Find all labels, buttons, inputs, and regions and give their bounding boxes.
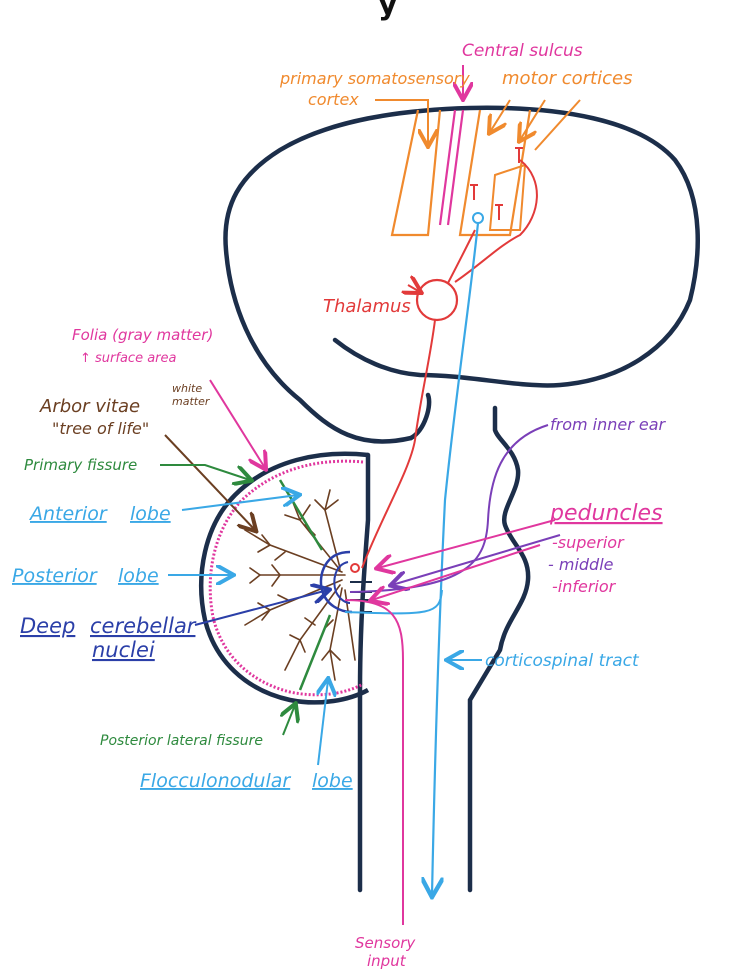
flocculonodular-label-word: Flocculonodular	[140, 770, 291, 792]
motor-neurons	[470, 147, 523, 220]
primary-somatosensory-label-1: primary somatosensory	[279, 69, 470, 88]
motor-arrow-2	[520, 99, 546, 140]
anterior-lobe-label-word: Anterior	[28, 503, 108, 525]
somatosensory-cortex-region	[390, 109, 442, 237]
motor-cortex-region	[458, 109, 532, 237]
middle-peduncle-label: - middle	[548, 555, 614, 574]
primary-fissure-arrow	[160, 464, 250, 480]
arbor-vitae-label-2: "tree of life"	[52, 419, 149, 438]
arbor-vitae-label-1: Arbor vitae	[39, 396, 140, 417]
thalamus-label: Thalamus	[323, 296, 411, 317]
flocculonodular-arrow	[318, 680, 328, 766]
superior-peduncle-arrow	[378, 519, 556, 568]
peduncles-label: peduncles	[549, 501, 663, 526]
corticospinal-origin	[472, 212, 484, 224]
from-inner-ear-label: from inner ear	[550, 415, 667, 434]
central-sulcus-label: Central sulcus	[462, 41, 583, 61]
arbor-matter-label: matter	[172, 395, 211, 408]
folia-label-2: ↑ surface area	[80, 351, 177, 366]
deep-nuclei-label-1: Deep	[20, 614, 75, 638]
motor-cortices-label: motor cortices	[502, 68, 632, 89]
deep-nuclei-arrow	[194, 590, 328, 626]
cerebrum-outline	[223, 105, 700, 444]
posterior-lateral-fissure-label: Posterior lateral fissure	[100, 733, 263, 749]
sensory-input-label-1: Sensory	[355, 934, 416, 952]
deep-nuclei-label-3: nuclei	[92, 638, 155, 662]
inferior-peduncle-label: -inferior	[552, 577, 617, 596]
anterior-lobe-label-lobe: lobe	[130, 503, 171, 525]
thalamus-arrow	[408, 285, 420, 292]
folia-label-1: Folia (gray matter)	[72, 326, 213, 344]
red-pathway	[361, 159, 538, 569]
motor-arrow-1	[490, 99, 511, 132]
corticospinal-tract-line	[432, 222, 480, 895]
arbor-white-label: white	[172, 382, 202, 395]
sensory-input-label-2: input	[367, 952, 407, 970]
folia-arrow	[209, 379, 265, 468]
arbor-vitae-arrow	[164, 434, 255, 530]
brainstem-right-outline	[467, 405, 531, 893]
superior-peduncle-label: -superior	[552, 533, 625, 552]
motor-arrow-3	[534, 99, 581, 151]
inferior-peduncle-arrow	[372, 544, 541, 600]
sensory-input-pathway	[344, 599, 404, 925]
corticospinal-label: corticospinal tract	[485, 651, 640, 671]
folia-surface	[208, 459, 364, 697]
central-sulcus-line	[438, 109, 465, 226]
arbor-vitae-tree	[244, 489, 356, 681]
corticospinal-branch	[344, 589, 443, 615]
posterior-lateral-fissure-arrow	[283, 705, 295, 736]
inner-ear-pathway	[349, 424, 549, 593]
posterior-lobe-label-lobe: lobe	[118, 565, 159, 587]
nucleus-dot	[350, 563, 360, 573]
anterior-lobe-arrow	[181, 495, 298, 511]
flocculonodular-label-lobe: lobe	[312, 770, 353, 792]
brainstem-left-outline	[357, 452, 371, 893]
deep-nuclei-label-2: cerebellar	[90, 614, 197, 638]
motor-cortex-box	[488, 163, 527, 231]
somatosensory-arrow	[375, 99, 428, 145]
deep-nuclei-inner	[333, 561, 351, 604]
cerebrum-lower-lobe	[408, 392, 432, 441]
primary-somatosensory-label-2: cortex	[308, 90, 359, 109]
posterior-lateral-fissure-line	[298, 614, 332, 691]
title-fragment: y	[378, 0, 398, 22]
thalamus-circle	[415, 278, 459, 322]
primary-fissure-label: Primary fissure	[24, 456, 137, 474]
cerebellum-outline	[199, 451, 370, 705]
posterior-lobe-label-word: Posterior	[12, 565, 98, 587]
middle-peduncle-arrow	[392, 534, 561, 585]
